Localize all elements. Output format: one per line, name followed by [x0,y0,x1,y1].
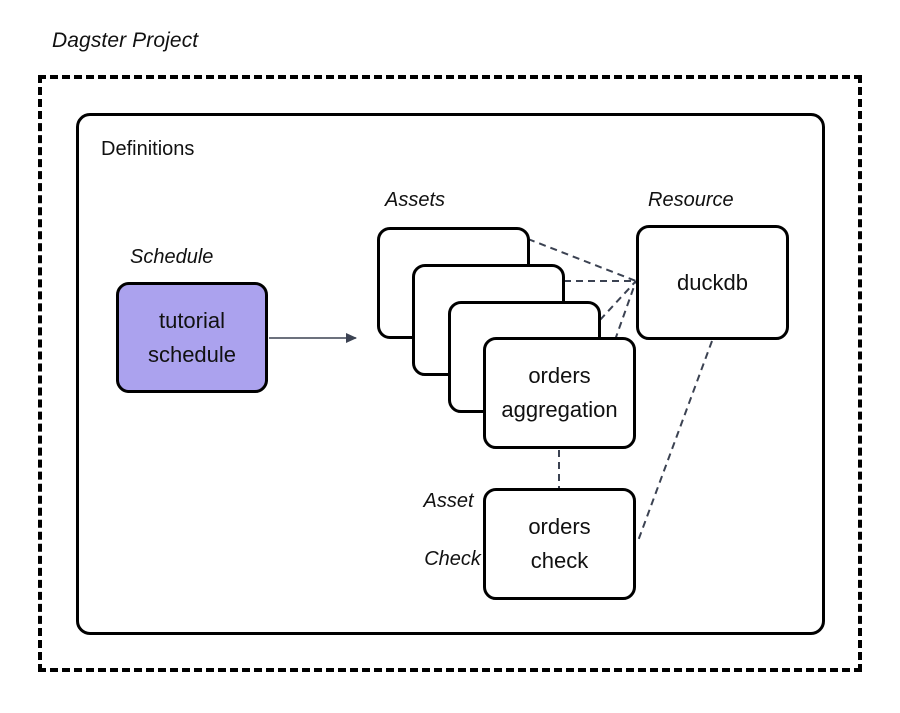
definitions-label: Definitions [101,138,195,160]
resource-group-label: Resource [648,189,734,211]
node-tutorial-schedule-line1: tutorial [158,307,226,333]
node-duckdb[interactable]: duckdb [636,225,789,340]
assets-group-label: Assets [385,189,446,211]
node-orders-aggregation[interactable]: orders aggregation [483,337,636,449]
node-tutorial-schedule-line2: schedule [147,341,237,367]
node-orders-aggregation-line2: aggregation [501,397,618,422]
node-orders-aggregation-line1: orders [528,363,591,388]
node-orders-check[interactable]: orders check [483,488,636,600]
project-title: Dagster Project [52,29,199,52]
node-tutorial-schedule[interactable]: tutorial schedule [116,282,268,393]
node-orders-check-line1: orders [528,514,591,539]
project-frame [38,75,862,672]
schedule-group-label: Schedule [130,246,214,268]
asset-check-group-label-line2: Check [424,548,481,570]
node-duckdb-label: duckdb [677,269,748,295]
asset-check-group-label: Asset Check [402,458,481,603]
node-orders-check-line2: check [530,548,589,573]
asset-check-group-label-line1: Asset [423,490,474,512]
